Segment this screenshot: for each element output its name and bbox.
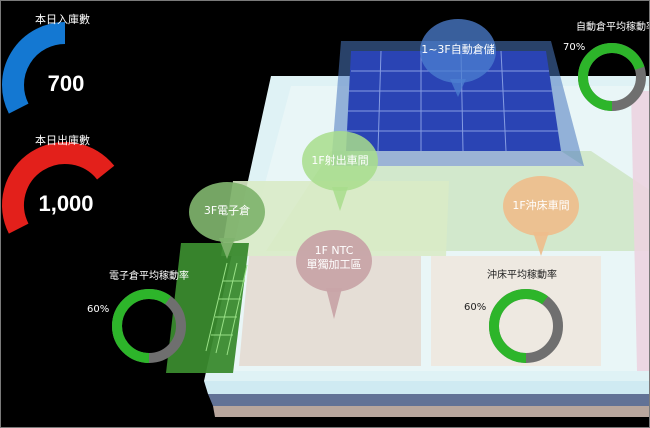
outbound-label: 本日出庫數 (35, 134, 90, 147)
auto-warehouse-percent: 70% (563, 42, 586, 53)
auto-warehouse-donut (578, 43, 646, 111)
electronics-racks (205, 262, 248, 356)
inbound-value: 700 (47, 71, 85, 96)
pin-ntc-label: 1F NTC 單獨加工區 (306, 244, 362, 271)
inbound-gauge-arc (2, 22, 66, 114)
pin-injection-label: 1F射出車間 (311, 154, 369, 167)
pin-asrs[interactable] (420, 19, 496, 97)
electronics-warehouse-percent: 60% (87, 304, 110, 315)
donut-used-segment (578, 43, 646, 111)
inbound-label: 本日入庫數 (35, 13, 90, 26)
stamping-percent: 60% (464, 302, 487, 313)
stamping-title: 沖床平均稼動率 (487, 270, 557, 281)
ntc-zone[interactable] (239, 256, 421, 366)
outbound-gauge-arc (2, 142, 115, 234)
outbound-value: 1,000 (38, 191, 94, 216)
pin-ntc[interactable] (296, 230, 372, 319)
pin-stamping[interactable] (503, 176, 579, 256)
electronics-warehouse-title: 電子倉平均稼動率 (109, 271, 189, 282)
pin-electronics-label: 3F電子倉 (203, 204, 251, 217)
auto-warehouse-title: 自動倉平均稼動率 (576, 22, 650, 33)
pin-asrs-label: 1~3F自動倉儲 (421, 43, 495, 56)
pin-injection[interactable] (302, 131, 378, 211)
kpi-gauges (2, 22, 115, 234)
pin-stamping-label: 1F沖床車間 (512, 199, 570, 212)
stamping-donut (489, 289, 563, 363)
electronics-warehouse-donut (112, 289, 186, 363)
pin-electronics[interactable] (189, 182, 265, 259)
donut-used-segment (489, 289, 563, 363)
donut-used-segment (112, 289, 186, 363)
electronics-zone[interactable] (166, 243, 249, 373)
